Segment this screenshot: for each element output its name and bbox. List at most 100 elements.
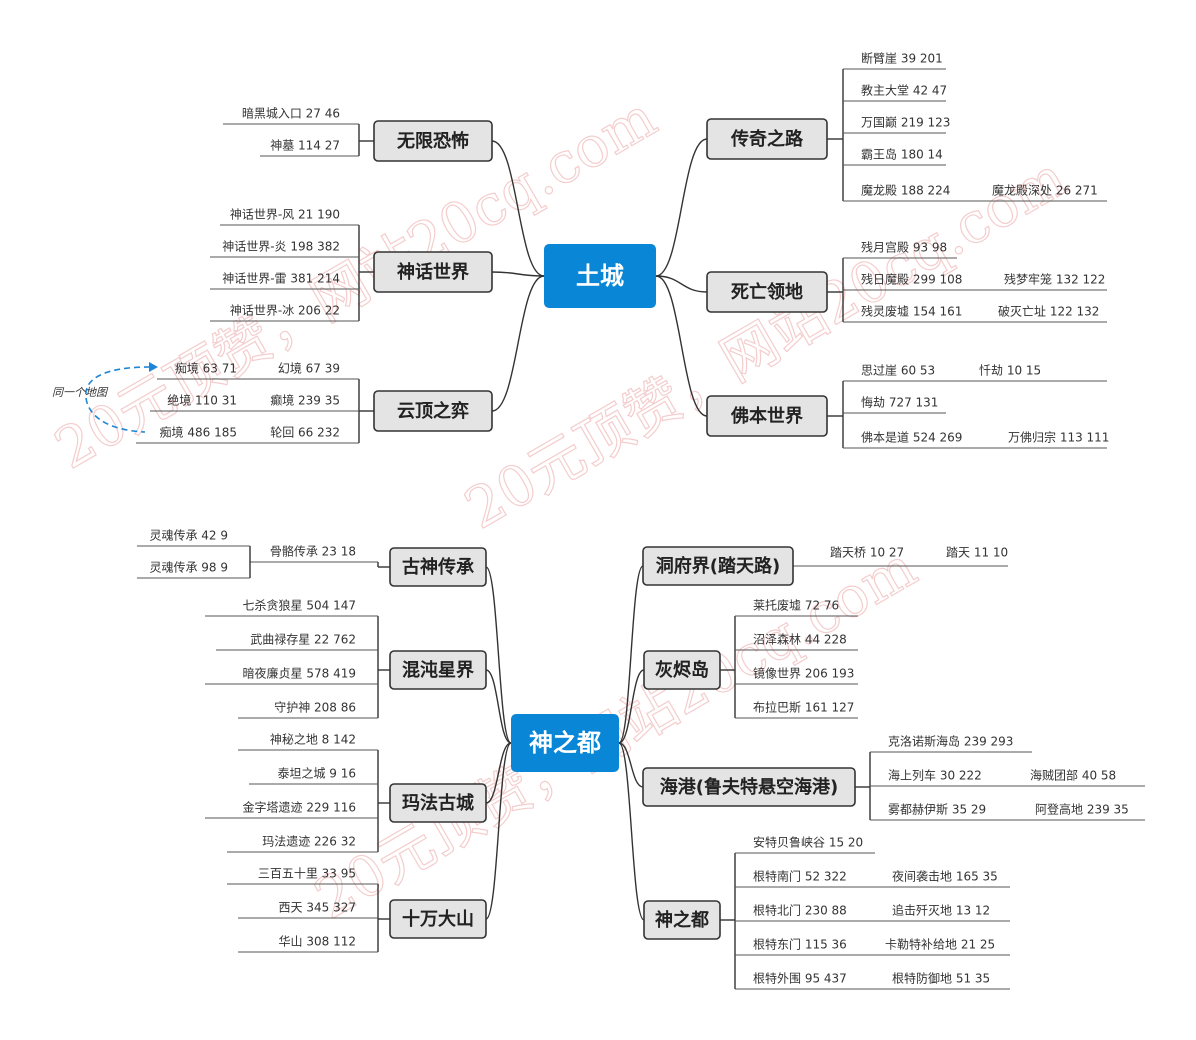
leaf-label: 悔劫 727 131: [861, 395, 938, 410]
leaf-label: 魔龙殿 188 224: [861, 183, 950, 198]
branch-siwang-label: 死亡领地: [731, 281, 803, 303]
branch-shenhua[interactable]: 神话世界: [373, 251, 493, 293]
branch-shiwan[interactable]: 十万大山: [389, 899, 487, 939]
leaf-label: 痴境 486 185: [160, 425, 237, 440]
leaf-label: 海贼团部 40 58: [1030, 768, 1116, 783]
branch-gushen-box: [389, 547, 487, 587]
connector-map2-left-2: [485, 742, 512, 804]
branch-hundun-label: 混沌星界: [402, 659, 474, 681]
leaf-label: 神墓 114 27: [270, 139, 340, 153]
leaf-label: 守护神 208 86: [274, 701, 356, 715]
branch-wuxian-label: 无限恐怖: [397, 130, 469, 152]
same-map-note: 同一个地图: [52, 386, 109, 399]
leaf-label: 灵魂传承 98 9: [149, 560, 228, 575]
branch-siwang-box: [706, 271, 828, 313]
leaf-label: 追击歼灭地 13 12: [892, 903, 990, 918]
leaf-label: 阿登高地 239 35: [1035, 802, 1129, 817]
leaf-label: 灵魂传承 42 9: [149, 528, 228, 543]
leaf-label: 绝境 110 31: [167, 393, 237, 408]
leaf-label: 金字塔遗迹 229 116: [243, 800, 356, 815]
branch-dongfu-box: [642, 546, 794, 586]
leaf-label: 神话世界-雷 381 214: [222, 272, 340, 286]
branch-hundun[interactable]: 混沌星界: [389, 650, 487, 690]
leaf-label: 根特防御地 51 35: [892, 971, 990, 986]
leaf-label: 根特南门 52 322: [753, 869, 847, 884]
branch-dongfu[interactable]: 洞府界(踏天路): [642, 546, 794, 586]
branch-mafa-box: [389, 783, 487, 823]
leaf-label: 海上列车 30 222: [888, 768, 982, 783]
leaf-label: 幻境 67 39: [278, 361, 340, 376]
connector-map1-left-1: [491, 271, 545, 277]
root-tucheng-label: 土城: [576, 262, 624, 290]
leaf-label: 魔龙殿深处 26 271: [992, 183, 1098, 198]
leaf-label: 三百五十里 33 95: [258, 867, 356, 881]
leaf-label: 神秘之地 8 142: [270, 733, 356, 747]
branch-haigang-box: [642, 767, 856, 807]
branch-gushen[interactable]: 古神传承: [389, 547, 487, 587]
branch-wuxian-box: [373, 120, 493, 162]
branch-dongfu-label: 洞府界(踏天路): [656, 555, 780, 577]
root-shenzhidu-label: 神之都: [529, 729, 601, 757]
branch-shiwan-label: 十万大山: [402, 908, 474, 930]
leaf-label: 教主大堂 42 47: [861, 83, 947, 98]
branch-haigang[interactable]: 海港(鲁夫特悬空海港): [642, 767, 856, 807]
branch-yunding-box: [373, 390, 493, 432]
leaf-label: 忏劫 10 15: [979, 364, 1041, 378]
leaf-label: 安特贝鲁峡谷 15 20: [753, 835, 863, 850]
branch-yunding-label: 云顶之弈: [397, 400, 469, 422]
branch-haigang-label: 海港(鲁夫特悬空海港): [660, 776, 838, 798]
leaf-label: 痴境 63 71: [175, 361, 237, 376]
branch-chuanqi-box: [706, 118, 828, 160]
leaf-label: 神话世界-炎 198 382: [222, 240, 340, 254]
branch-chuanqi-label: 传奇之路: [730, 128, 804, 150]
leaf-label: 武曲禄存星 22 762: [250, 632, 356, 647]
leaf-label: 华山 308 112: [279, 935, 356, 949]
branch-mafa-label: 玛法古城: [402, 792, 474, 814]
branch-huijin-box: [643, 650, 721, 690]
leaf-label: 思过崖 60 53: [861, 364, 935, 378]
leaf-label: 克洛诺斯海岛 239 293: [888, 734, 1013, 749]
root-shenzhidu[interactable]: 神之都: [511, 714, 619, 772]
leaf-label: 残月宫殿 93 98: [861, 240, 947, 255]
connector-map2-right-2: [618, 742, 644, 788]
leaf-label: 根特东门 115 36: [753, 937, 847, 952]
branch-huijin[interactable]: 灰烬岛: [643, 650, 721, 690]
leaf-label: 莱托废墟 72 76: [753, 598, 839, 613]
branch-shenzhidu-box: [643, 900, 721, 940]
leaf-label: 神话世界-冰 206 22: [230, 304, 340, 318]
leaf-label: 万佛归宗 113 111: [1008, 430, 1109, 445]
branch-shenhua-label: 神话世界: [397, 261, 469, 283]
leaf-label: 根特北门 230 88: [753, 903, 847, 918]
connector-map1-left-0: [491, 140, 545, 277]
connector-map1-left-2: [491, 275, 545, 412]
connector-map2-right-1: [618, 669, 645, 744]
leaf-label: 破灭亡址 122 132: [998, 304, 1099, 319]
leaf-label: 霸王岛 180 14: [861, 147, 943, 162]
same-map-dashed-arrow: [85, 366, 151, 433]
branch-hundun-box: [389, 650, 487, 690]
connector-map2-left-0: [485, 566, 512, 744]
connector-map2-right-0: [618, 565, 644, 744]
branch-shenzhidu[interactable]: 神之都: [643, 900, 721, 940]
branch-yunding[interactable]: 云顶之弈: [373, 390, 493, 432]
leaf-label: 西天 345 327: [279, 901, 356, 915]
branch-gushen-label: 古神传承: [402, 556, 475, 578]
leaf-label: 骨骼传承 23 18: [270, 544, 356, 559]
branch-mafa[interactable]: 玛法古城: [389, 783, 487, 823]
root-tucheng-box: [544, 244, 656, 308]
branch-wuxian[interactable]: 无限恐怖: [373, 120, 493, 162]
connector-map2-right-3: [618, 742, 645, 921]
branch-shenzhidu-label: 神之都: [655, 909, 709, 931]
root-tucheng[interactable]: 土城: [544, 244, 656, 308]
leaf-label: 根特外围 95 437: [753, 971, 847, 986]
branch-shenhua-box: [373, 251, 493, 293]
leaf-label: 佛本是道 524 269: [861, 431, 962, 445]
leaf-label: 雾都赫伊斯 35 29: [888, 803, 986, 817]
leaf-label: 布拉巴斯 161 127: [753, 700, 854, 715]
branch-chuanqi[interactable]: 传奇之路: [706, 118, 828, 160]
leaf-label: 夜间袭击地 165 35: [892, 869, 998, 884]
branch-siwang[interactable]: 死亡领地: [706, 271, 828, 313]
leaf-label: 踏天桥 10 27: [830, 546, 904, 560]
branch-foben[interactable]: 佛本世界: [706, 395, 828, 437]
